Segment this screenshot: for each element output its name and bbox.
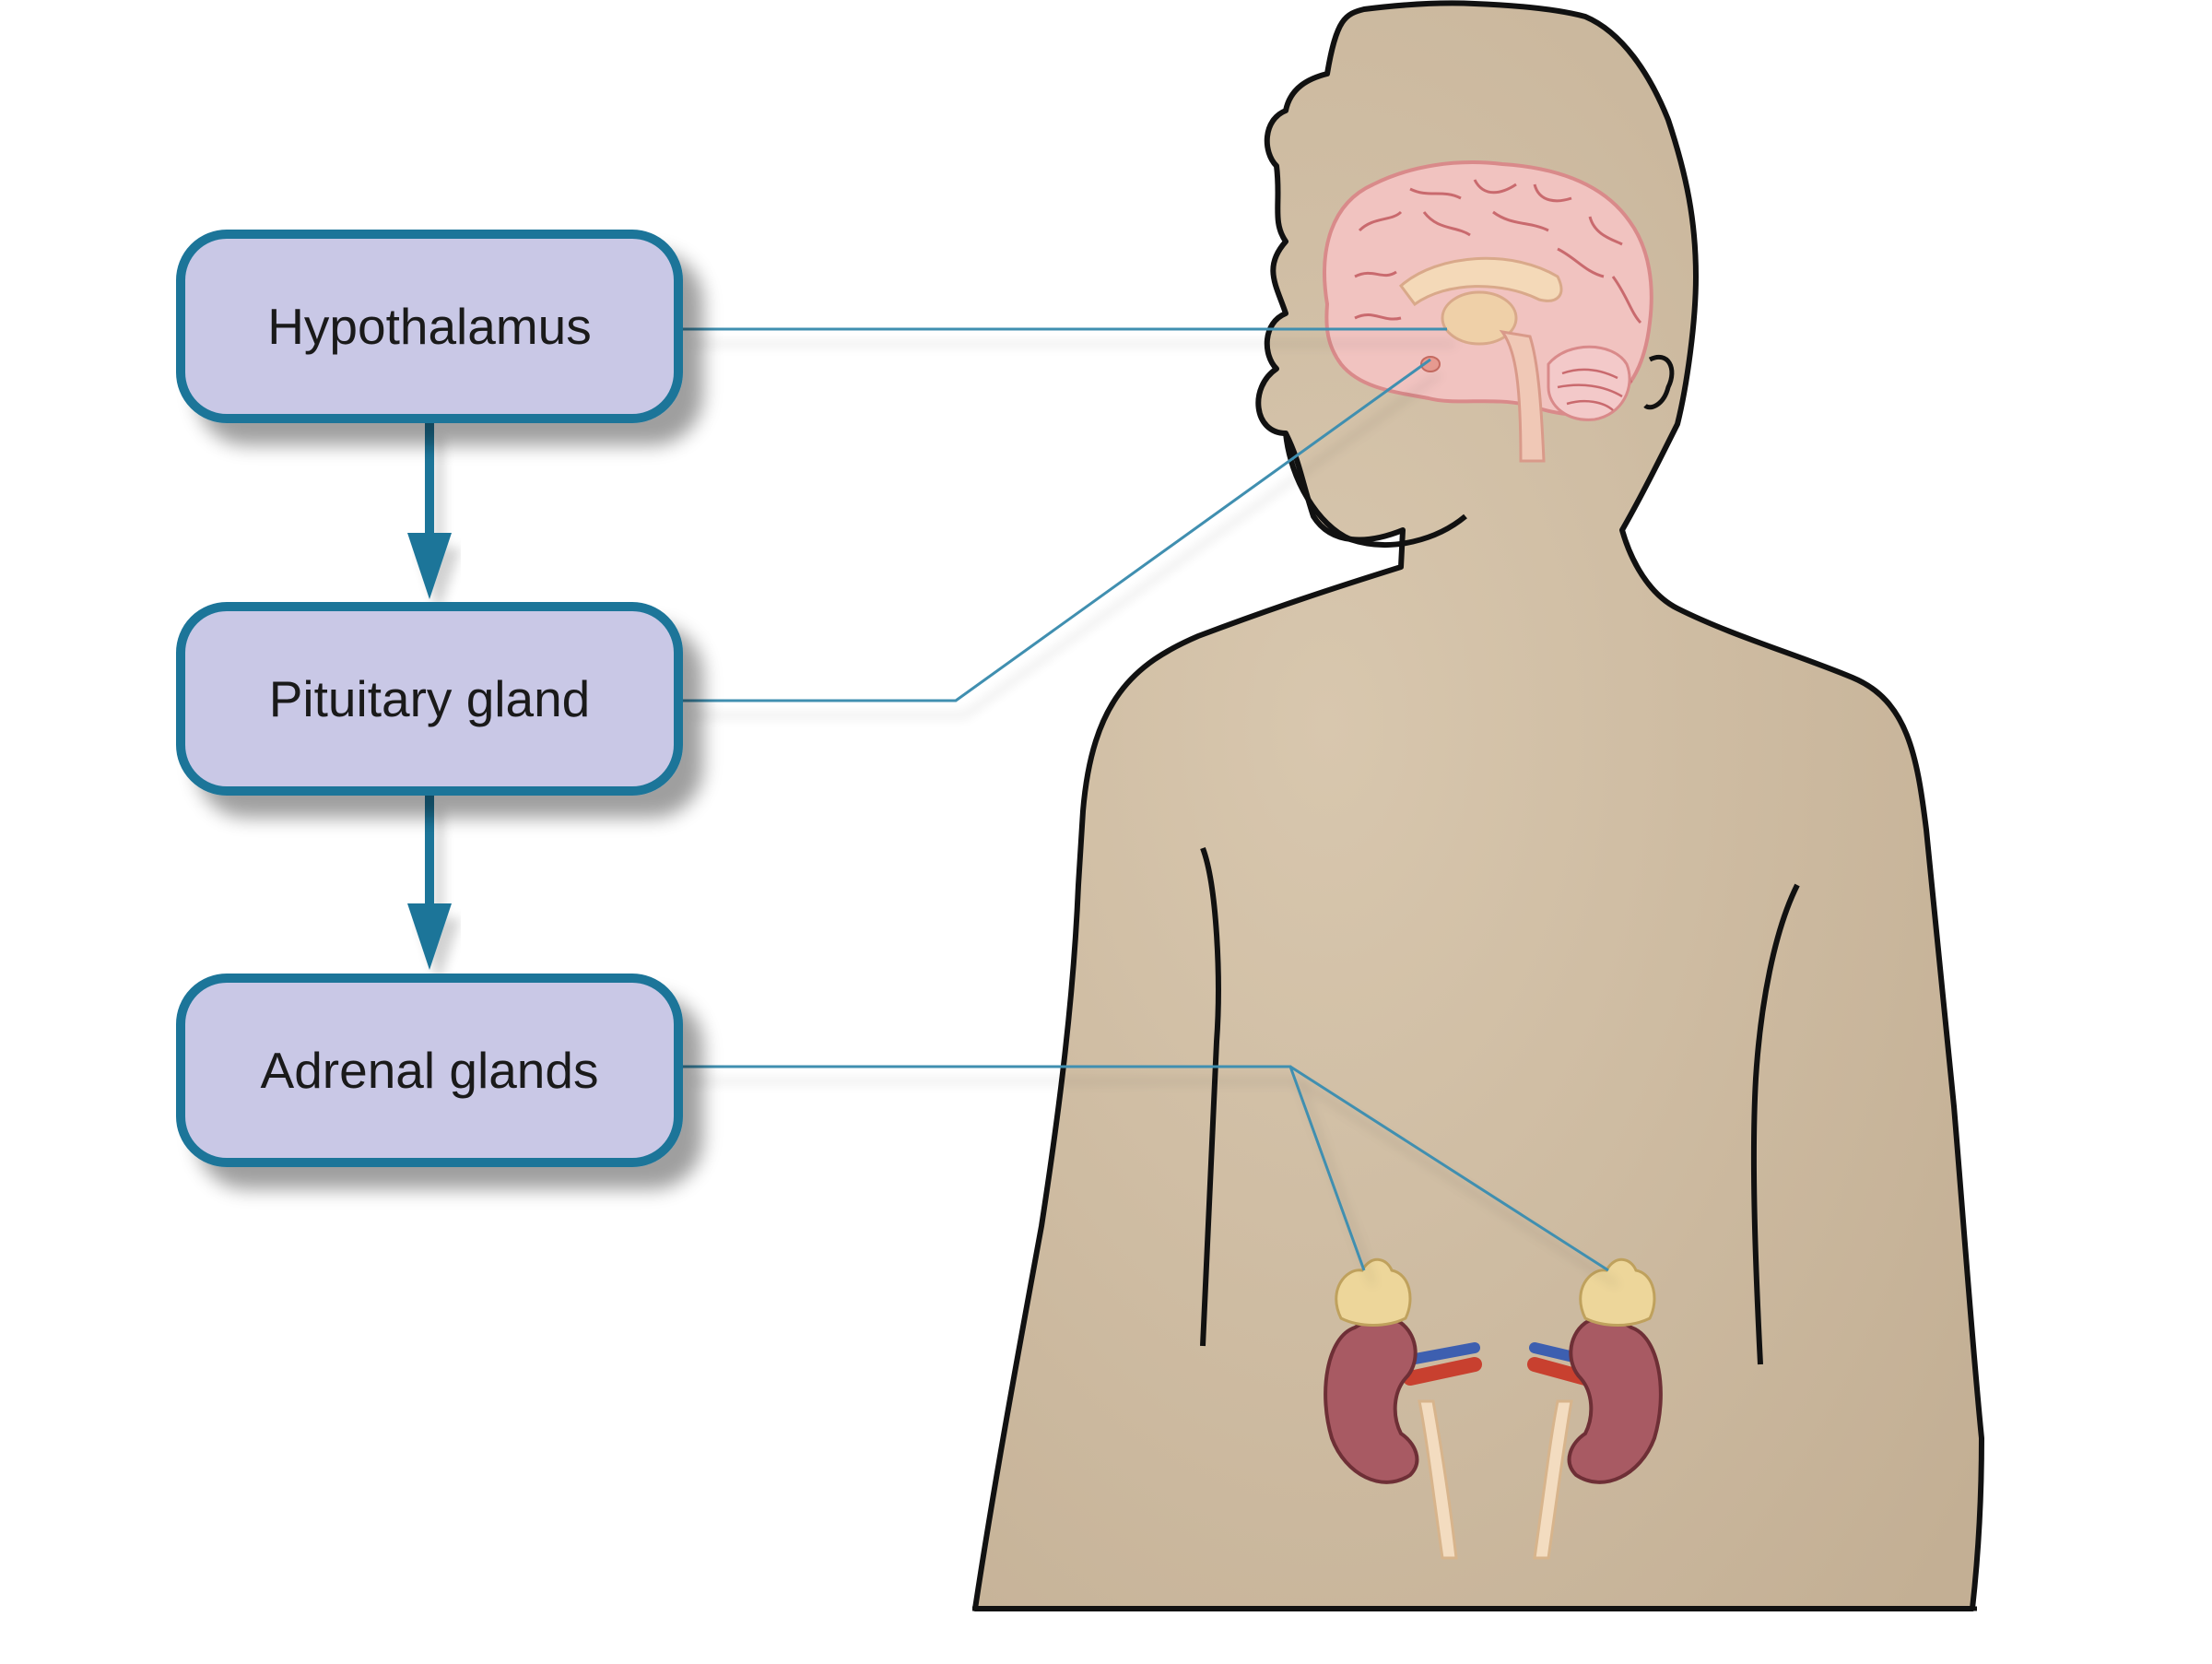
- pituitary-gland-dot: [1420, 356, 1441, 372]
- corpus-callosum: [1398, 256, 1563, 307]
- leader-line-pituitary: [682, 358, 1431, 702]
- brainstem: [1499, 329, 1546, 463]
- thalamus: [1441, 290, 1518, 346]
- arrow-pituitary-to-adrenal: [407, 795, 452, 970]
- left-vessels-blue: [1405, 1342, 1480, 1365]
- right-ureter: [1533, 1399, 1573, 1560]
- cerebellum: [1547, 345, 1631, 421]
- body-outline: [972, 0, 1984, 1611]
- right-kidney: [1567, 1316, 1663, 1484]
- ear: [1643, 354, 1675, 410]
- kidneys-illustration: [1324, 1257, 1663, 1560]
- flow-boxes: [176, 230, 683, 1167]
- leader-lines: [682, 327, 1609, 1272]
- left-adrenal-gland: [1335, 1257, 1412, 1327]
- face-profile: [1283, 432, 1467, 548]
- box-hypothalamus: [176, 230, 683, 423]
- right-adrenal-gland: [1579, 1257, 1656, 1327]
- brain-illustration: [1323, 160, 1653, 463]
- left-ureter: [1418, 1399, 1458, 1560]
- right-arm-line: [1750, 883, 1800, 1365]
- human-body-silhouette: [972, 0, 1984, 1611]
- left-vessels-red: [1403, 1357, 1482, 1386]
- box-pituitary: [176, 602, 683, 796]
- arrow-hypothalamus-to-pituitary: [407, 422, 452, 599]
- left-arm-line: [1200, 846, 1221, 1347]
- left-kidney: [1324, 1316, 1419, 1484]
- leader-line-adrenal: [682, 1065, 1609, 1272]
- flow-arrows: [407, 422, 452, 970]
- box-adrenal: [176, 974, 683, 1167]
